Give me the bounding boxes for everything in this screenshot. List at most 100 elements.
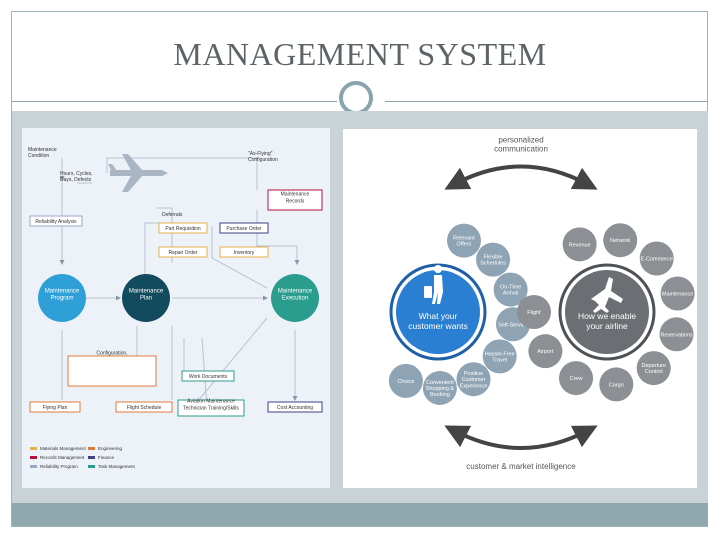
- svg-text:Cargo: Cargo: [609, 382, 624, 388]
- svg-text:Engineering: Engineering: [98, 446, 123, 451]
- box-part-requisition: Part Requisition: [158, 222, 208, 234]
- legend-item: Task Management: [88, 464, 136, 469]
- svg-text:Reservations: Reservations: [660, 332, 692, 338]
- bottom-band: [12, 503, 708, 526]
- svg-text:Reliability Program: Reliability Program: [40, 464, 78, 469]
- box-work-documents: Work Documents: [181, 370, 235, 382]
- svg-text:Part Requisition: Part Requisition: [165, 226, 201, 232]
- legend-item: Records Management: [30, 455, 85, 460]
- svg-text:Revenue: Revenue: [569, 242, 591, 248]
- legend-item: Reliability Program: [30, 464, 78, 469]
- box-reliability-analysis: Reliability Analysis: [29, 215, 83, 227]
- bubble-reservations: Reservations: [659, 317, 694, 352]
- svg-text:Records Management: Records Management: [40, 455, 85, 460]
- svg-text:Flight: Flight: [527, 310, 541, 316]
- bubble-cargo: Cargo: [599, 367, 634, 402]
- svg-text:Flight Schedule: Flight Schedule: [127, 405, 162, 411]
- svg-text:Finance: Finance: [98, 455, 115, 460]
- svg-text:Purchase Order: Purchase Order: [226, 226, 262, 232]
- label-hours-cycles: Hours, Cycles,Days, Defects: [60, 171, 93, 183]
- svg-text:Repair Order: Repair Order: [169, 250, 198, 256]
- box-inventory: Inventory: [219, 246, 269, 258]
- legend-item: Finance: [88, 455, 115, 460]
- svg-text:Materials Management: Materials Management: [40, 446, 87, 451]
- label-as-flying: "As-Flying"Configuration: [248, 151, 278, 163]
- arrow-top: [444, 164, 598, 190]
- bubble-airport: Airport: [528, 334, 563, 369]
- airplane-icon: [591, 277, 623, 313]
- svg-text:Airport: Airport: [537, 349, 554, 355]
- arrow-bottom: [444, 425, 598, 450]
- caption-market-intelligence: customer & market intelligence: [466, 462, 576, 471]
- box-purchase-order: Purchase Order: [219, 222, 269, 234]
- box-flight-schedule: Flight Schedule: [115, 401, 173, 413]
- svg-text:Inventory: Inventory: [234, 250, 255, 256]
- svg-text:Task Management: Task Management: [98, 464, 136, 469]
- bubble-e-commerce: E-Commerce: [639, 241, 674, 276]
- bubble-flight: Flight: [517, 295, 551, 329]
- svg-text:E-Commerce: E-Commerce: [640, 257, 672, 263]
- legend-item: Materials Management: [30, 446, 87, 451]
- bubble-choice: Choice: [388, 363, 423, 398]
- label-deferrals: Deferrals: [162, 212, 183, 218]
- slide-title: MANAGEMENT SYSTEM: [173, 36, 547, 72]
- svg-text:Self-Service: Self-Service: [498, 322, 528, 328]
- box-repair-order: Repair Order: [158, 246, 208, 258]
- traveler-icon: [424, 265, 443, 304]
- svg-text:Network: Network: [610, 238, 630, 244]
- box-cost-accounting: Cost Accounting: [267, 401, 323, 413]
- legend-item: Engineering: [88, 446, 123, 451]
- svg-text:Choice: Choice: [397, 379, 414, 385]
- svg-text:Flying Plan: Flying Plan: [43, 405, 68, 411]
- svg-text:Maintenance: Maintenance: [662, 292, 694, 298]
- title-ring-ornament: [339, 81, 373, 115]
- bubble-crew: Crew: [559, 361, 594, 396]
- title-rule-right: [385, 101, 708, 102]
- airplane-icon: [108, 154, 168, 192]
- svg-text:Crew: Crew: [570, 376, 583, 382]
- title-rule-left: [12, 101, 337, 102]
- svg-text:Reliability Analysis: Reliability Analysis: [35, 219, 77, 225]
- box-flying-plan: Flying Plan: [29, 401, 81, 413]
- bubble-maintenance: Maintenance: [660, 276, 695, 311]
- box-configuration: [67, 355, 157, 387]
- bubble-revenue: Revenue: [562, 227, 597, 262]
- bubble-network: Network: [603, 223, 638, 258]
- svg-text:Work Documents: Work Documents: [189, 374, 228, 380]
